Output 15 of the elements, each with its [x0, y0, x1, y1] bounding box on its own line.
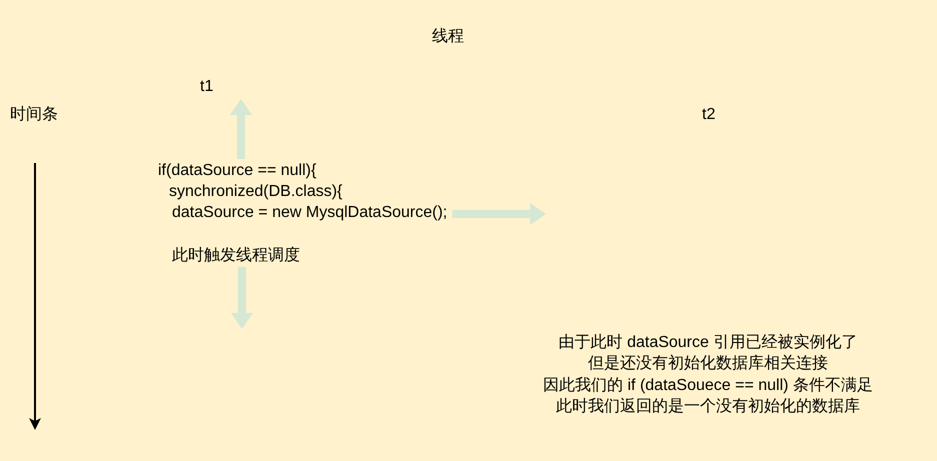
note-text: 但是还没有初始化数据库相关连接: [587, 354, 829, 374]
arrow: [231, 267, 253, 329]
note-text: 由于此时 dataSource 引用已经被实例化了: [558, 333, 858, 353]
arrow: [230, 99, 252, 159]
code-text: dataSource = new MysqlDataSource();: [171, 203, 448, 223]
code-text: synchronized(DB.class){: [168, 182, 344, 202]
thread-label: t1: [196, 77, 218, 97]
note-text: 此时我们返回的是一个没有初始化的数据库: [555, 397, 861, 417]
title: 线程: [431, 27, 465, 47]
thread-label: t2: [702, 105, 716, 125]
note-text: 因此我们的 if (dataSouece == null) 条件不满足: [542, 376, 874, 396]
note-text: 此时触发线程调度: [168, 246, 304, 266]
axis-label: 时间条: [10, 105, 58, 125]
code-text: if(dataSource == null){: [157, 161, 318, 181]
arrow: [452, 203, 546, 225]
